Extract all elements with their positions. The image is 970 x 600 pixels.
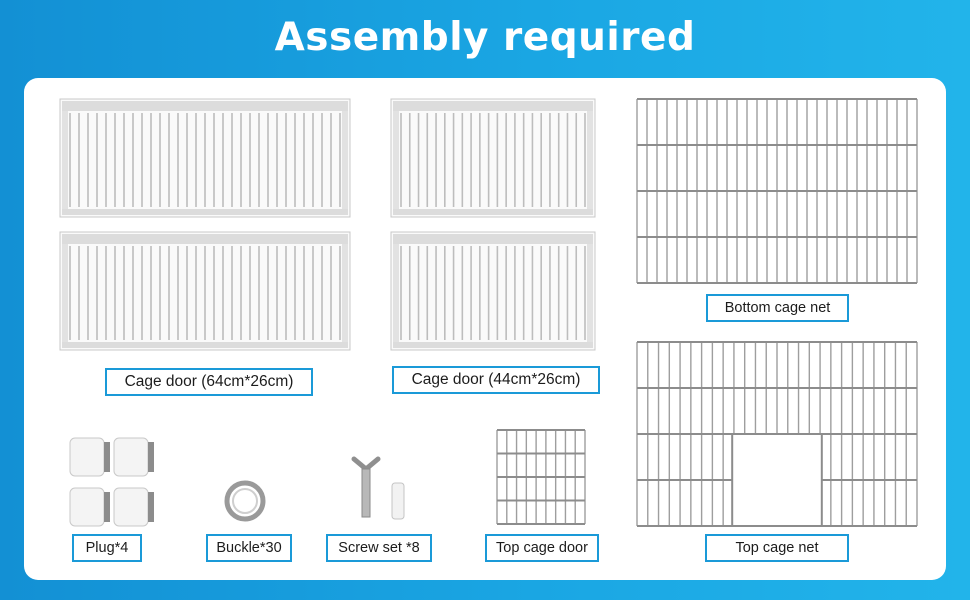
top-cage-net-label: Top cage net <box>705 534 849 562</box>
screw-set-label: Screw set *8 <box>326 534 432 562</box>
top-cage-door-label: Top cage door <box>485 534 599 562</box>
buckle-icon <box>224 480 266 522</box>
cage-door-large-image <box>59 98 351 218</box>
cage-door-small-image <box>390 98 596 218</box>
top-cage-door-image <box>496 429 586 525</box>
screw-icon <box>351 456 405 520</box>
bottom-cage-net-image <box>636 98 918 284</box>
cage-door-large-label: Cage door (64cm*26cm) <box>105 368 313 396</box>
plug-label: Plug*4 <box>72 534 142 562</box>
plug-icon <box>69 437 154 527</box>
bottom-cage-net-label: Bottom cage net <box>706 294 849 322</box>
cage-door-large-image <box>59 231 351 351</box>
cage-door-small-label: Cage door (44cm*26cm) <box>392 366 600 394</box>
page-title: Assembly required <box>274 15 696 60</box>
cage-door-small-image <box>390 231 596 351</box>
top-cage-net-image <box>636 341 918 527</box>
buckle-label: Buckle*30 <box>206 534 292 562</box>
